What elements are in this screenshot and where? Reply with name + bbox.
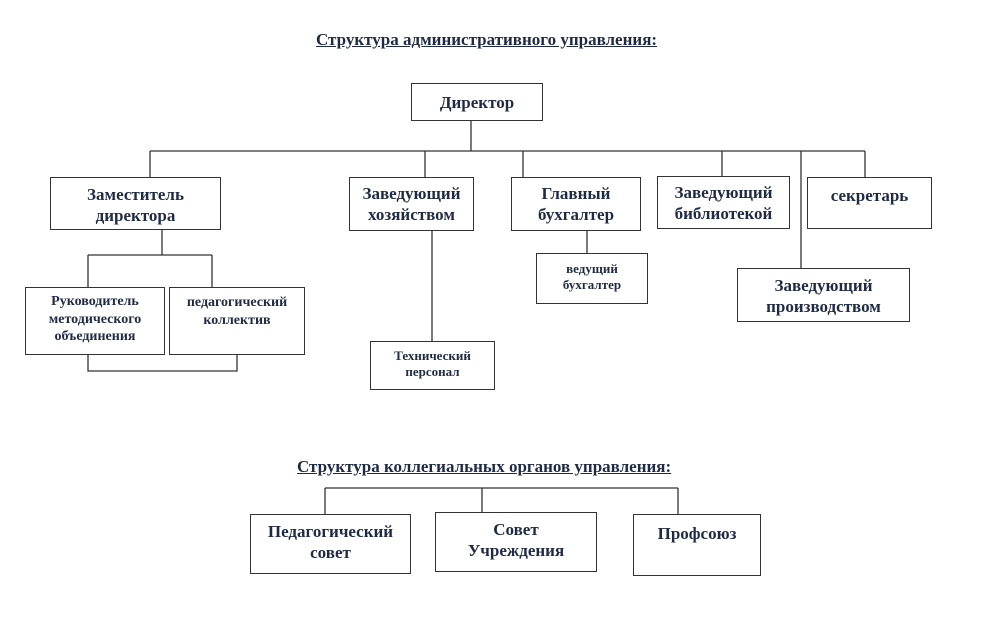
teaching-staff-label: педагогический коллектив bbox=[186, 295, 288, 328]
library-head-label: Заведующий библиотекой bbox=[674, 183, 773, 224]
chief-accountant-box: Главный бухгалтер bbox=[511, 177, 641, 231]
technical-staff-label: Технический персонал bbox=[394, 348, 471, 380]
institution-council-box: Совет Учреждения bbox=[435, 512, 597, 572]
secretary-box: секретарь bbox=[807, 177, 932, 229]
director-box: Директор bbox=[411, 83, 543, 121]
pedagogical-council-box: Педагогический совет bbox=[250, 514, 411, 574]
secretary-label: секретарь bbox=[830, 186, 909, 205]
technical-staff-box: Технический персонал bbox=[370, 341, 495, 390]
lead-accountant-box: ведущий бухгалтер bbox=[536, 253, 648, 304]
admin-structure-title: Структура административного управления: bbox=[316, 30, 658, 49]
household-head-label: Заведующий хозяйством bbox=[362, 184, 461, 225]
deputy-director-label: Заместитель директора bbox=[87, 185, 184, 226]
teaching-staff-box: педагогический коллектив bbox=[169, 287, 305, 355]
lead-accountant-label: ведущий бухгалтер bbox=[562, 261, 622, 293]
production-head-box: Заведующий производством bbox=[737, 268, 910, 322]
chief-accountant-label: Главный бухгалтер bbox=[537, 184, 615, 225]
method-head-label: Руководитель методического объединения bbox=[48, 294, 142, 344]
institution-council-label: Совет Учреждения bbox=[467, 520, 565, 561]
library-head-box: Заведующий библиотекой bbox=[657, 176, 790, 229]
pedagogical-council-label: Педагогический совет bbox=[267, 522, 394, 563]
production-head-label: Заведующий производством bbox=[766, 276, 881, 317]
collegial-structure-title: Структура коллегиальных органов управлен… bbox=[297, 457, 672, 476]
trade-union-box: Профсоюз bbox=[633, 514, 761, 576]
trade-union-label: Профсоюз bbox=[657, 524, 737, 543]
method-head-box: Руководитель методического объединения bbox=[25, 287, 165, 355]
deputy-director-box: Заместитель директора bbox=[50, 177, 221, 230]
household-head-box: Заведующий хозяйством bbox=[349, 177, 474, 231]
director-label: Директор bbox=[439, 93, 515, 112]
